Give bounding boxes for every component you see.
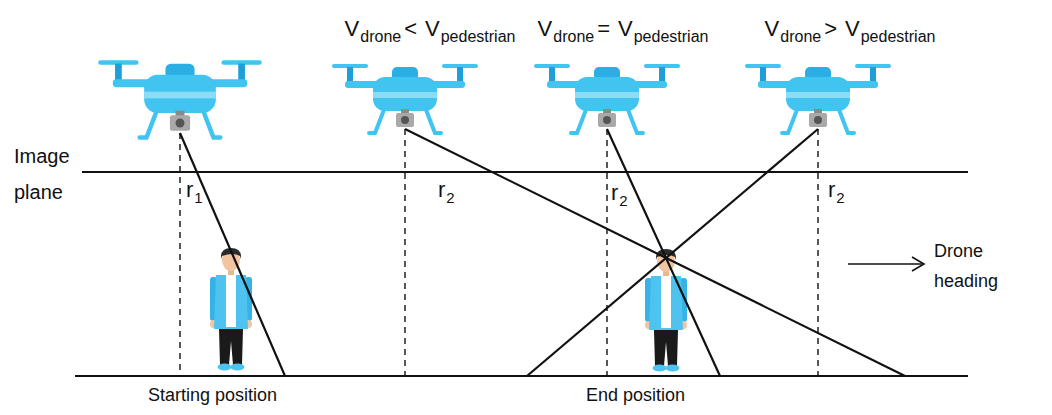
distance-symbol: r — [611, 180, 618, 205]
relation-operator: = — [597, 16, 610, 41]
drone-icon — [745, 64, 891, 133]
subscript: pedestrian — [634, 28, 709, 45]
variable-symbol: V — [538, 16, 553, 41]
nadir-line — [817, 129, 818, 376]
subscript: drone — [780, 28, 821, 45]
variable-symbol: V — [765, 16, 780, 41]
distance-symbol: r — [438, 177, 445, 202]
image-distance: r2 — [828, 177, 845, 206]
heading-arrow — [848, 263, 922, 265]
image-plane-line — [82, 171, 968, 173]
view-ray — [527, 129, 818, 376]
nadir-line — [606, 129, 607, 376]
subscript: 2 — [836, 189, 844, 206]
position-label: Starting position — [148, 384, 277, 406]
view-ray — [180, 133, 285, 376]
subscript: drone — [360, 28, 401, 45]
subscript: 2 — [619, 192, 627, 209]
relation-operator: < — [404, 16, 417, 41]
image-distance: r2 — [611, 180, 628, 209]
direction-label: Drone heading — [934, 236, 1030, 296]
view-ray — [607, 129, 720, 376]
speed-relation: Vdrone< Vpedestrian — [345, 16, 516, 46]
variable-symbol: V — [618, 16, 633, 41]
speed-relation: Vdrone= Vpedestrian — [538, 16, 709, 46]
subscript: pedestrian — [441, 28, 516, 45]
nadir-line — [179, 133, 180, 376]
image-distance: r2 — [438, 177, 455, 206]
pedestrian-figure — [210, 248, 252, 371]
axis-label: Image plane — [14, 138, 78, 210]
relation-operator: > — [824, 16, 837, 41]
pedestrian-figure — [645, 249, 687, 372]
heading-arrowhead — [912, 257, 924, 271]
variable-symbol: V — [845, 16, 860, 41]
drone-icon — [332, 64, 478, 133]
view-ray — [405, 129, 905, 376]
distance-symbol: r — [186, 177, 193, 202]
subscript: 1 — [194, 189, 202, 206]
distance-symbol: r — [828, 177, 835, 202]
drone-icon — [98, 60, 262, 137]
variable-symbol: V — [425, 16, 440, 41]
speed-relation: Vdrone> Vpedestrian — [765, 16, 936, 46]
ground-line — [75, 375, 968, 377]
nadir-line — [404, 129, 405, 376]
subscript: drone — [553, 28, 594, 45]
image-distance: r1 — [186, 177, 203, 206]
drone-icon — [534, 64, 680, 133]
variable-symbol: V — [345, 16, 360, 41]
position-label: End position — [586, 384, 685, 406]
subscript: 2 — [446, 189, 454, 206]
subscript: pedestrian — [861, 28, 936, 45]
